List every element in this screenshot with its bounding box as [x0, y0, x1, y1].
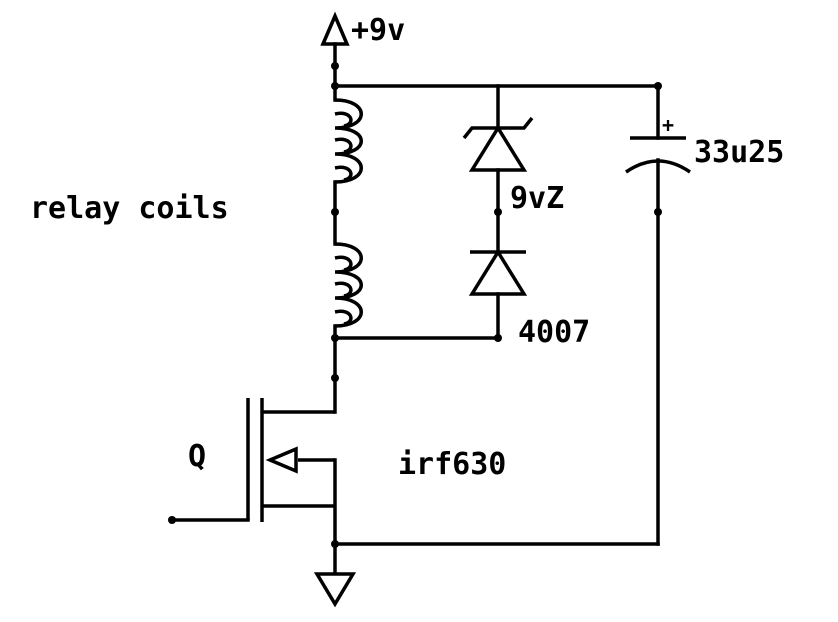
- transistor-ref-label: Q: [188, 439, 206, 474]
- zener-diode: [462, 116, 534, 172]
- gate-terminal: [168, 516, 176, 524]
- junction-drain-right: [494, 334, 502, 342]
- junction-top-left: [331, 62, 339, 70]
- rectifier-diode: [468, 248, 528, 296]
- junction-coil-middle: [331, 208, 339, 216]
- junction-drain-low: [331, 374, 339, 382]
- relay-coil-upper: [334, 98, 363, 184]
- ground-symbol: [313, 572, 357, 608]
- relay-coil-lower: [334, 242, 363, 328]
- zener-label: 9vZ: [510, 181, 564, 216]
- junction-diode-middle: [494, 208, 502, 216]
- transistor-part-label: irf630: [398, 447, 506, 482]
- supply-label: +9v: [351, 13, 405, 48]
- junction-cap-mid: [654, 208, 662, 216]
- mosfet-transistor: [246, 398, 335, 522]
- junction-bottom: [331, 540, 339, 548]
- supply-terminal: [320, 11, 350, 68]
- relay-label: relay coils: [30, 191, 229, 226]
- diode-label: 4007: [518, 315, 590, 350]
- capacitor-label: 33u25: [694, 135, 784, 170]
- cap-polarity-label: +: [662, 113, 674, 137]
